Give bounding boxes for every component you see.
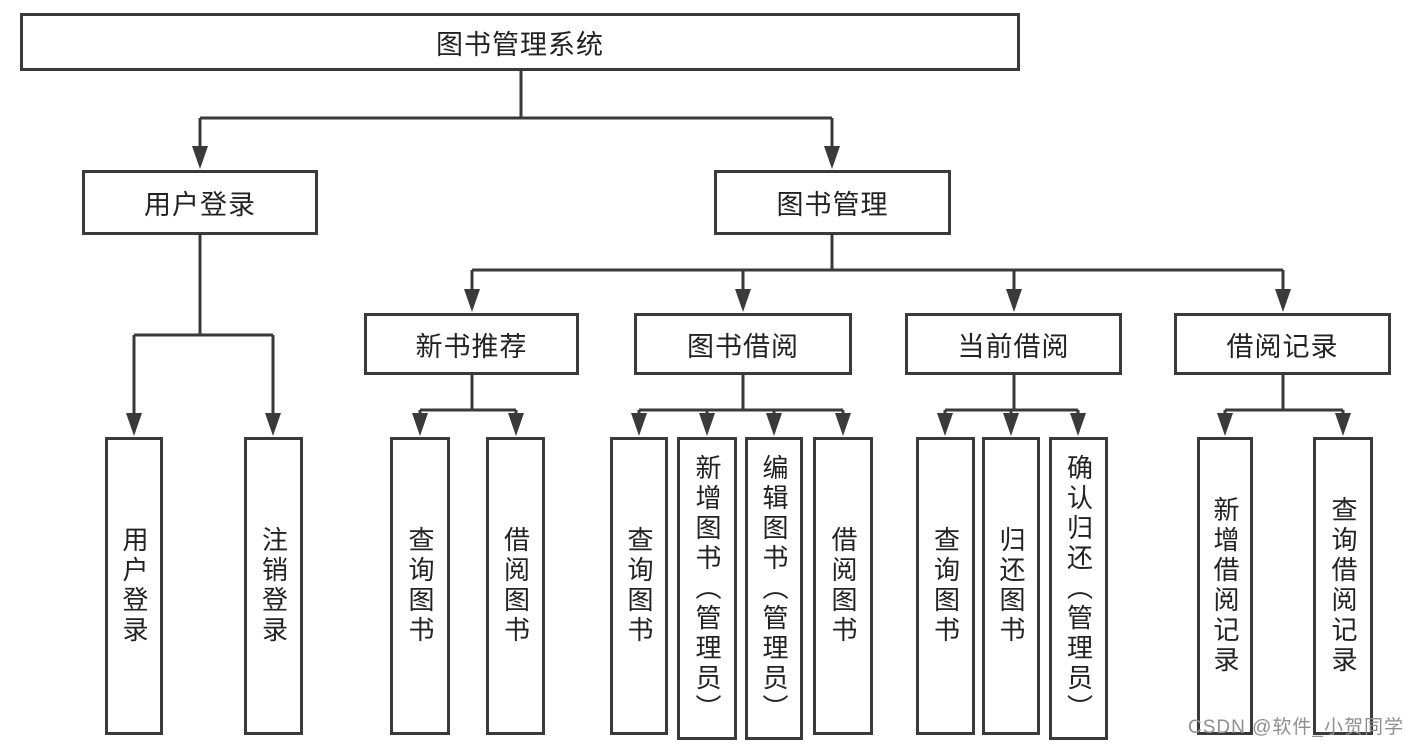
leaf-rec-add-record: 新增借阅记录 [1197, 437, 1253, 735]
leaf-bb-add-books-admin: 新增图书（管理员） [677, 437, 737, 740]
node-user-login: 用户登录 [82, 170, 318, 235]
leaf-nb-query-books-label: 查询图书 [405, 526, 435, 646]
leaf-user-login: 用户登录 [105, 437, 163, 735]
leaf-bb-query-books-label: 查询图书 [624, 526, 654, 646]
leaf-rec-add-record-label: 新增借阅记录 [1210, 496, 1240, 676]
leaf-nb-borrow-books: 借阅图书 [486, 437, 545, 735]
leaf-bb-add-books-admin-label: 新增图书（管理员） [692, 453, 722, 724]
leaf-logout: 注销登录 [244, 437, 303, 735]
leaf-rec-query-record-label: 查询借阅记录 [1328, 496, 1358, 676]
leaf-cb-query-books-label: 查询图书 [930, 526, 961, 646]
leaf-cb-return-books: 归还图书 [982, 437, 1040, 735]
leaf-user-login-label: 用户登录 [119, 526, 149, 646]
node-current-borrow: 当前借阅 [905, 313, 1122, 375]
leaf-bb-query-books: 查询图书 [610, 437, 668, 735]
leaf-nb-query-books: 查询图书 [390, 437, 450, 735]
leaf-bb-edit-books-admin-label: 编辑图书（管理员） [759, 453, 789, 724]
node-book-borrow: 图书借阅 [634, 313, 852, 375]
leaf-cb-return-books-label: 归还图书 [996, 526, 1026, 646]
leaf-bb-borrow-books: 借阅图书 [813, 437, 873, 735]
csdn-watermark: CSDN @软件_小贺同学 [1188, 717, 1404, 738]
leaf-bb-borrow-books-label: 借阅图书 [828, 526, 858, 646]
node-book-management: 图书管理 [714, 170, 951, 235]
node-root-system: 图书管理系统 [20, 13, 1020, 71]
leaf-cb-confirm-return-admin-label: 确认归还（管理员） [1063, 453, 1094, 724]
node-borrow-records: 借阅记录 [1174, 313, 1391, 375]
leaf-cb-confirm-return-admin: 确认归还（管理员） [1049, 437, 1108, 740]
leaf-cb-query-books: 查询图书 [916, 437, 975, 735]
leaf-nb-borrow-books-label: 借阅图书 [500, 526, 531, 646]
leaf-bb-edit-books-admin: 编辑图书（管理员） [745, 437, 803, 740]
node-new-book-recommend: 新书推荐 [364, 313, 579, 375]
leaf-logout-label: 注销登录 [258, 526, 289, 646]
leaf-rec-query-record: 查询借阅记录 [1313, 437, 1373, 735]
